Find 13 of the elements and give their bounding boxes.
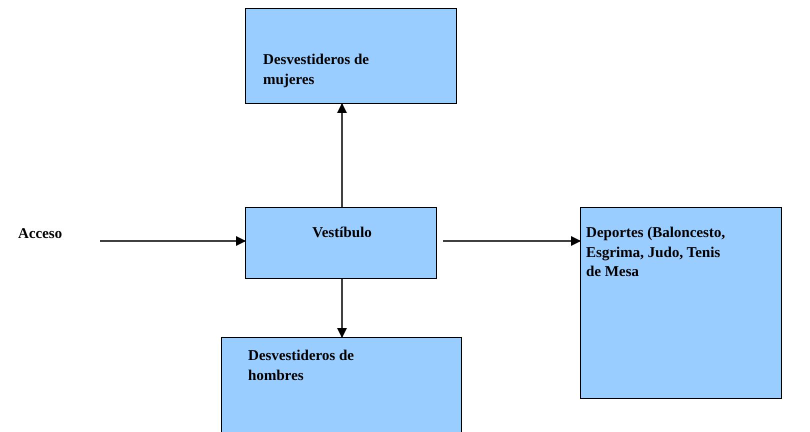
room-name: Vestíbulo	[311, 224, 373, 243]
room-name: Deportes (Baloncesto, Esgrima, Judo, Tenis de Mesa	[586, 224, 726, 282]
entrance-label: Acceso	[18, 225, 64, 244]
room-box	[580, 207, 782, 399]
arrow	[337, 103, 347, 207]
arrow	[337, 279, 347, 338]
room-name: Desvestideros de hombres	[248, 347, 355, 386]
room-name: Desvestideros de mujeres	[263, 51, 370, 90]
arrow	[443, 236, 581, 246]
arrow	[100, 236, 246, 246]
room-box	[245, 207, 437, 279]
room-box	[221, 337, 462, 432]
room-box	[245, 8, 457, 104]
